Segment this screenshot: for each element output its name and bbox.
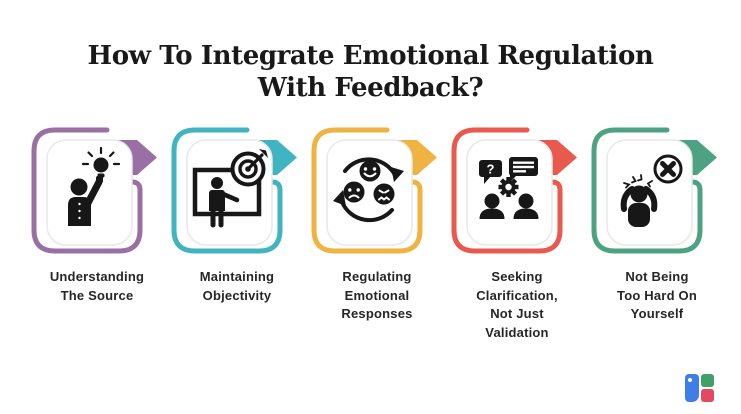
step-frame xyxy=(591,127,717,254)
card-border xyxy=(311,127,423,254)
step-label: Understanding The Source xyxy=(49,268,145,303)
step-label: Seeking Clarification, Not Just Validati… xyxy=(476,268,558,341)
step-card-not-too-hard: Not Being Too Hard On Yourself xyxy=(587,124,727,343)
idea-lightbulb-person-icon xyxy=(68,146,121,226)
presentation-target-icon xyxy=(192,148,268,228)
page-title: How To Integrate Emotional Regulation Wi… xyxy=(0,17,741,103)
step-frame xyxy=(311,127,437,254)
card-border xyxy=(171,127,283,254)
page-title-line1: How To Integrate Emotional Regulation xyxy=(87,41,654,72)
logo-blue-shape xyxy=(685,374,699,402)
step-card-regulating-responses: Regulating Emotional Responses xyxy=(307,124,447,343)
self-criticism-icon xyxy=(620,154,683,227)
card-border xyxy=(31,127,143,254)
svg-text:?: ? xyxy=(487,161,495,176)
logo-dot xyxy=(688,378,692,382)
card-inner xyxy=(46,139,133,246)
brand-logo xyxy=(685,374,714,402)
card-border xyxy=(591,127,703,254)
step-frame: ? xyxy=(451,127,577,254)
logo-green-square xyxy=(701,374,714,387)
step-card-understanding-source: Understanding The Source xyxy=(27,124,167,343)
step-card-maintaining-objectivity: Maintaining Objectivity xyxy=(167,124,307,343)
card-border xyxy=(451,127,563,254)
step-frame xyxy=(31,127,157,254)
logo-squares xyxy=(701,374,714,402)
step-label: Regulating Emotional Responses xyxy=(341,268,413,322)
step-frame xyxy=(171,127,297,254)
step-label: Not Being Too Hard On Yourself xyxy=(617,268,697,322)
clarification-dialogue-icon: ? xyxy=(479,156,539,219)
steps-row: Understanding The Source xyxy=(27,124,727,343)
logo-red-square xyxy=(701,389,714,402)
emotion-cycle-icon xyxy=(333,157,404,222)
page-title-line2: With Feedback? xyxy=(257,72,484,103)
card-inner xyxy=(326,139,413,246)
step-card-seeking-clarification: ? xyxy=(447,124,587,343)
step-label: Maintaining Objectivity xyxy=(199,268,275,303)
